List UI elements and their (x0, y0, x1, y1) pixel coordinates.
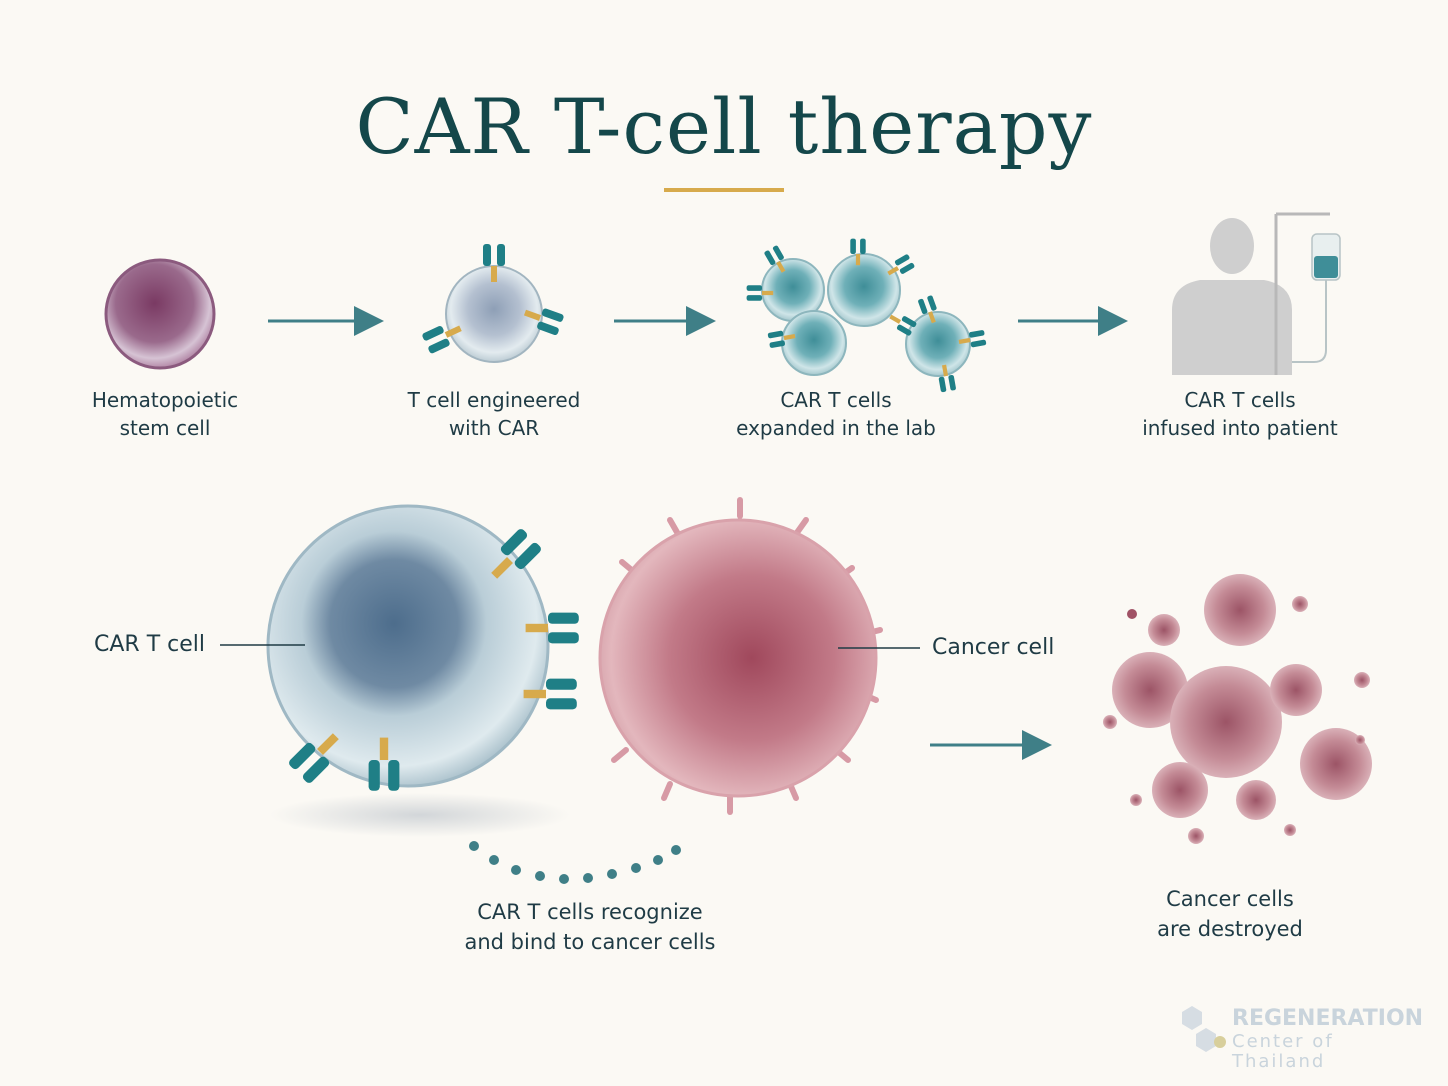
step-4-line-2: infused into patient (1142, 416, 1338, 440)
destroyed-caption-line-2: are destroyed (1157, 917, 1303, 941)
stem-cell (104, 258, 216, 370)
step-2-line-1: T cell engineered (407, 388, 581, 412)
step-label-engineered: T cell engineered with CAR (384, 386, 604, 442)
binding-caption-line-2: and bind to cancer cells (464, 930, 716, 954)
page-title: CAR T-cell therapy (355, 82, 1093, 171)
brand-watermark: REGENERATION Center of Thailand (1232, 1006, 1432, 1072)
engineered-t-cell (421, 244, 565, 363)
destroyed-caption-line-1: Cancer cells (1166, 887, 1294, 911)
destroyed-cancer-debris (1103, 574, 1372, 844)
step-label-infused: CAR T cells infused into patient (1120, 386, 1360, 442)
binding-caption: CAR T cells recognize and bind to cancer… (440, 897, 740, 957)
destroyed-caption: Cancer cells are destroyed (1110, 884, 1350, 944)
step-1-line-2: stem cell (119, 416, 211, 440)
brand-line-1: REGENERATION (1232, 1006, 1424, 1031)
step-label-expanded: CAR T cells expanded in the lab (716, 386, 956, 442)
step-3-line-2: expanded in the lab (736, 416, 936, 440)
step-2-line-2: with CAR (448, 416, 540, 440)
title-underline (664, 188, 784, 192)
car-t-cell-large (266, 504, 579, 791)
expanded-car-t-cells (746, 238, 987, 393)
cancer-cell-label: Cancer cell (932, 635, 1055, 660)
brand-line-2: Center of Thailand (1232, 1031, 1334, 1072)
step-label-stem-cell: Hematopoietic stem cell (60, 386, 270, 442)
step-1-line-1: Hematopoietic (91, 388, 239, 412)
patient-silhouette-icon (1172, 212, 1341, 375)
binding-caption-line-1: CAR T cells recognize (477, 900, 703, 924)
step-4-line-1: CAR T cells (1184, 388, 1296, 412)
step-3-line-1: CAR T cells (780, 388, 892, 412)
binding-dotted-arc (469, 841, 681, 884)
car-t-cell-label: CAR T cell (94, 632, 205, 657)
cancer-cell-large (598, 497, 883, 815)
brand-logo-icon (1182, 1006, 1226, 1052)
